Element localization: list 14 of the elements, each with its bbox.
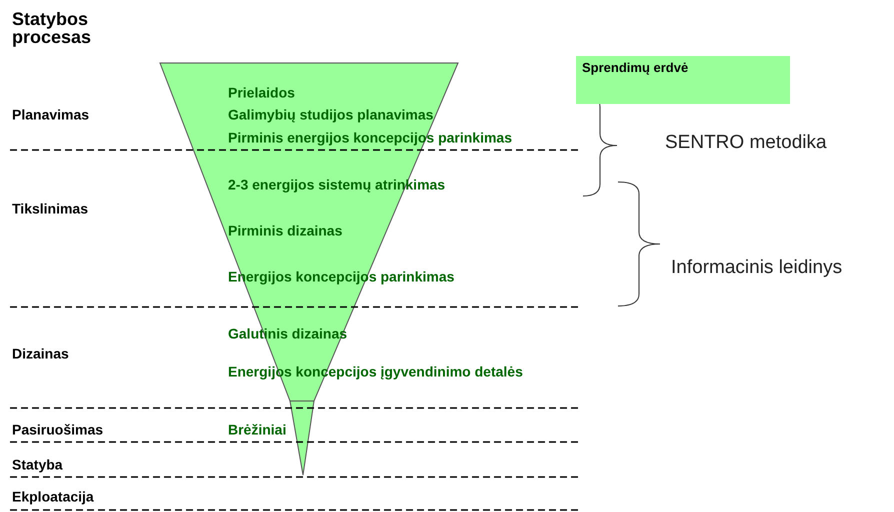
phase-label: Pasiruošimas <box>12 422 104 438</box>
phase-label: Statyba <box>12 456 63 474</box>
phase-label: Planavimas <box>12 106 90 124</box>
stage-label: Galimybių studijos planavimas <box>228 106 434 124</box>
brace-note: Informacinis leidinys <box>671 257 842 279</box>
brace-note: SENTRO metodika <box>665 132 827 154</box>
phase-label: Dizainas <box>12 346 69 362</box>
stage-label: Brėžiniai <box>228 422 286 438</box>
stage-label: Pirminis dizainas <box>228 222 342 240</box>
phase-label: Tikslinimas <box>12 200 88 218</box>
title: Statybos procesas <box>12 10 92 46</box>
phase-label: Ekploatacija <box>12 488 94 506</box>
legend-item: Sprendimų erdvė <box>576 56 790 104</box>
stage-label: Prielaidos <box>228 84 295 102</box>
